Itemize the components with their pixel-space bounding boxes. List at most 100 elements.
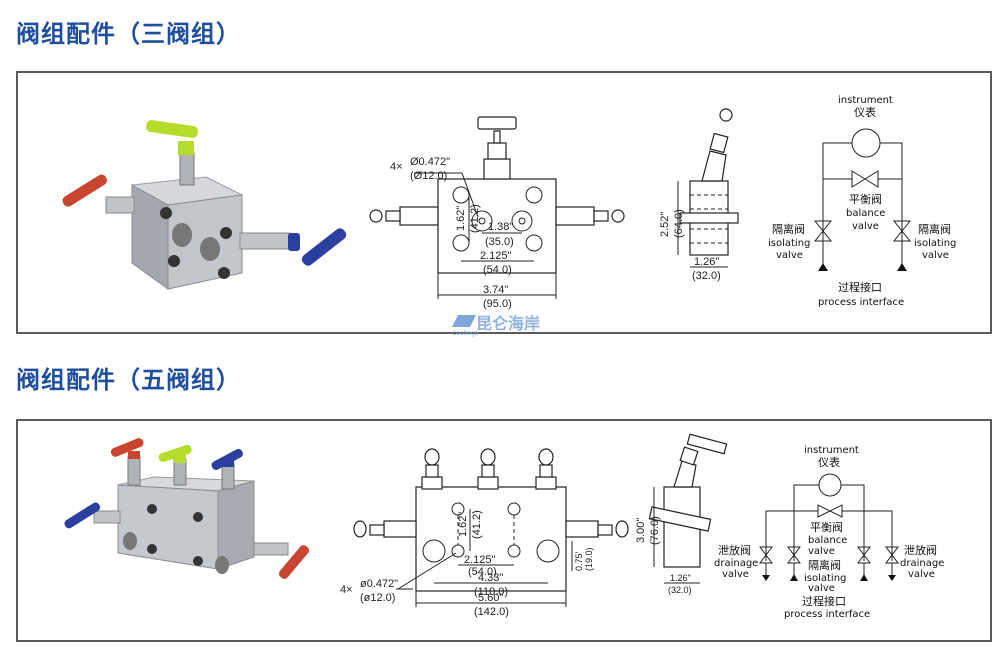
balance-label-cn: 平衡阀 bbox=[849, 192, 882, 206]
valve-bonnet bbox=[477, 476, 499, 490]
side-valve-bonnet bbox=[673, 460, 697, 488]
left-valve-nut bbox=[369, 524, 385, 536]
isolating-cn: 隔离阀 bbox=[808, 558, 841, 572]
block-outline bbox=[437, 178, 557, 274]
three-valve-product-image bbox=[62, 120, 347, 290]
drainage-right-en1: drainage bbox=[900, 558, 944, 569]
handle-red bbox=[62, 174, 107, 207]
five-valve-schematic: instrument 仪表 平衡阀 balance valve 泄放阀 dr bbox=[714, 445, 944, 620]
three-valve-side-view: 2.52" (64.0) 1.26" (32.0) bbox=[659, 108, 739, 282]
process-interface-cn: 过程接口 bbox=[802, 595, 846, 608]
balance-label-en2: valve bbox=[808, 546, 835, 557]
valve-bonnet-green bbox=[178, 141, 194, 155]
dim-1-38-mm: (35.0) bbox=[485, 236, 514, 248]
leader-line bbox=[461, 172, 479, 218]
dim-2-125-in: 2.125" bbox=[464, 554, 496, 566]
valve-nut bbox=[539, 464, 553, 478]
instrument-label-en: instrument bbox=[838, 95, 893, 106]
side-width-in: 1.26" bbox=[694, 256, 719, 268]
three-valve-manifold-panel: 4× Ø0.472" (Ø12.0) 1.62" (41.2) 1.38" (3… bbox=[16, 71, 992, 337]
handle-blue bbox=[301, 228, 347, 266]
watermark-logo: 昆仑海岸 Coalinga bbox=[452, 314, 540, 337]
drainage-right-en2: valve bbox=[908, 569, 935, 580]
process-port bbox=[123, 532, 137, 550]
valve-nut bbox=[487, 142, 507, 160]
three-valve-schematic: instrument 仪表 平衡阀 balance valve 隔离阀 isol… bbox=[768, 95, 956, 308]
valve-bonnet-blue bbox=[288, 233, 300, 251]
dim-1-62-mm: (41.2) bbox=[469, 204, 481, 233]
left-valve-body bbox=[399, 206, 439, 226]
process-port bbox=[172, 223, 192, 247]
isolating-en1: isolating bbox=[804, 573, 846, 584]
process-port bbox=[200, 237, 220, 261]
five-valve-side-view: 3.00" (76.0) 1.26" (32.0) bbox=[635, 433, 728, 595]
dim-1-62-in: 1.62" bbox=[457, 512, 469, 537]
mount-hole bbox=[168, 255, 180, 267]
hole-dia-mm: (ø12.0) bbox=[360, 592, 395, 604]
hole-dia-in: Ø0.472" bbox=[410, 156, 450, 168]
side-valve-nut bbox=[709, 132, 729, 154]
side-valve-nut bbox=[679, 446, 699, 466]
instrument-symbol bbox=[851, 128, 881, 158]
pipe-line bbox=[822, 142, 852, 265]
side-valve-stub bbox=[679, 212, 739, 224]
drainage-left-cn: 泄放阀 bbox=[718, 543, 751, 557]
pipe-line bbox=[765, 510, 818, 561]
side-valve-handle bbox=[686, 433, 728, 455]
isolating-right-en1: isolating bbox=[914, 238, 956, 249]
dim-1-38-in: 1.38" bbox=[488, 221, 513, 233]
handle-red-right bbox=[278, 545, 310, 579]
side-width-mm: (32.0) bbox=[668, 585, 692, 595]
process-interface-en: process interface bbox=[784, 609, 870, 620]
drain-outlet-left bbox=[762, 575, 770, 581]
mount-hole bbox=[160, 207, 172, 219]
dim-4-33-mm: (110.0) bbox=[474, 586, 508, 598]
drain-outlet-right bbox=[888, 575, 896, 581]
block-side-face bbox=[217, 480, 255, 570]
valve-bonnet bbox=[483, 158, 511, 180]
dim-1-62-mm: (41.2) bbox=[471, 510, 483, 539]
isolating-left-en2: valve bbox=[776, 250, 803, 261]
process-port bbox=[511, 210, 533, 232]
mount-hole bbox=[193, 556, 203, 566]
drainage-left-en2: valve bbox=[722, 569, 749, 580]
process-connection-left bbox=[818, 263, 828, 271]
section-title-five-valve: 阀组配件（五阀组） bbox=[16, 366, 241, 394]
isolating-valve-right bbox=[857, 546, 871, 564]
valve-bonnet-green bbox=[174, 455, 186, 463]
valve-stem bbox=[179, 152, 195, 186]
right-valve-nut bbox=[593, 210, 609, 222]
valve-handle bbox=[424, 448, 440, 466]
side-valve-stub bbox=[648, 506, 712, 532]
drainage-right-cn: 泄放阀 bbox=[904, 543, 937, 557]
isolating-valve-left bbox=[787, 546, 801, 564]
right-valve-nut bbox=[597, 524, 613, 536]
instrument-label-en: instrument bbox=[804, 445, 859, 456]
valve-handle bbox=[477, 116, 517, 130]
process-port bbox=[215, 556, 229, 574]
isolating-right-en2: valve bbox=[922, 250, 949, 261]
process-port bbox=[471, 210, 493, 232]
process-interface-cn: 过程接口 bbox=[838, 281, 882, 294]
section-title-three-valve: 阀组配件（三阀组） bbox=[16, 20, 241, 48]
side-height-in: 3.00" bbox=[635, 518, 647, 543]
balance-valve-symbol bbox=[851, 170, 879, 188]
dim-0-75-in: 0.75' bbox=[574, 551, 584, 571]
side-width-in: 1.26" bbox=[670, 573, 691, 583]
drainage-valve-left bbox=[759, 546, 773, 564]
handle-red bbox=[110, 438, 144, 457]
valve-bonnet bbox=[535, 476, 557, 490]
right-valve-body bbox=[565, 520, 599, 538]
process-connection-right bbox=[897, 263, 907, 271]
process-port-center bbox=[518, 217, 526, 225]
valve-stem bbox=[127, 456, 141, 486]
dim-0-75-mm: (19.0) bbox=[584, 547, 594, 571]
side-width-mm: (32.0) bbox=[692, 270, 721, 282]
top-valve-1 bbox=[421, 448, 443, 490]
five-valve-front-view: 1.62" (41.2) 2.125" (54.0) 4.33" (110.0)… bbox=[340, 448, 629, 618]
side-valve-bonnet bbox=[701, 150, 727, 182]
process-port-center bbox=[478, 217, 486, 225]
valve-bonnet-blue bbox=[222, 459, 234, 467]
mount-hole bbox=[147, 544, 157, 554]
process-connection-right bbox=[860, 574, 868, 581]
